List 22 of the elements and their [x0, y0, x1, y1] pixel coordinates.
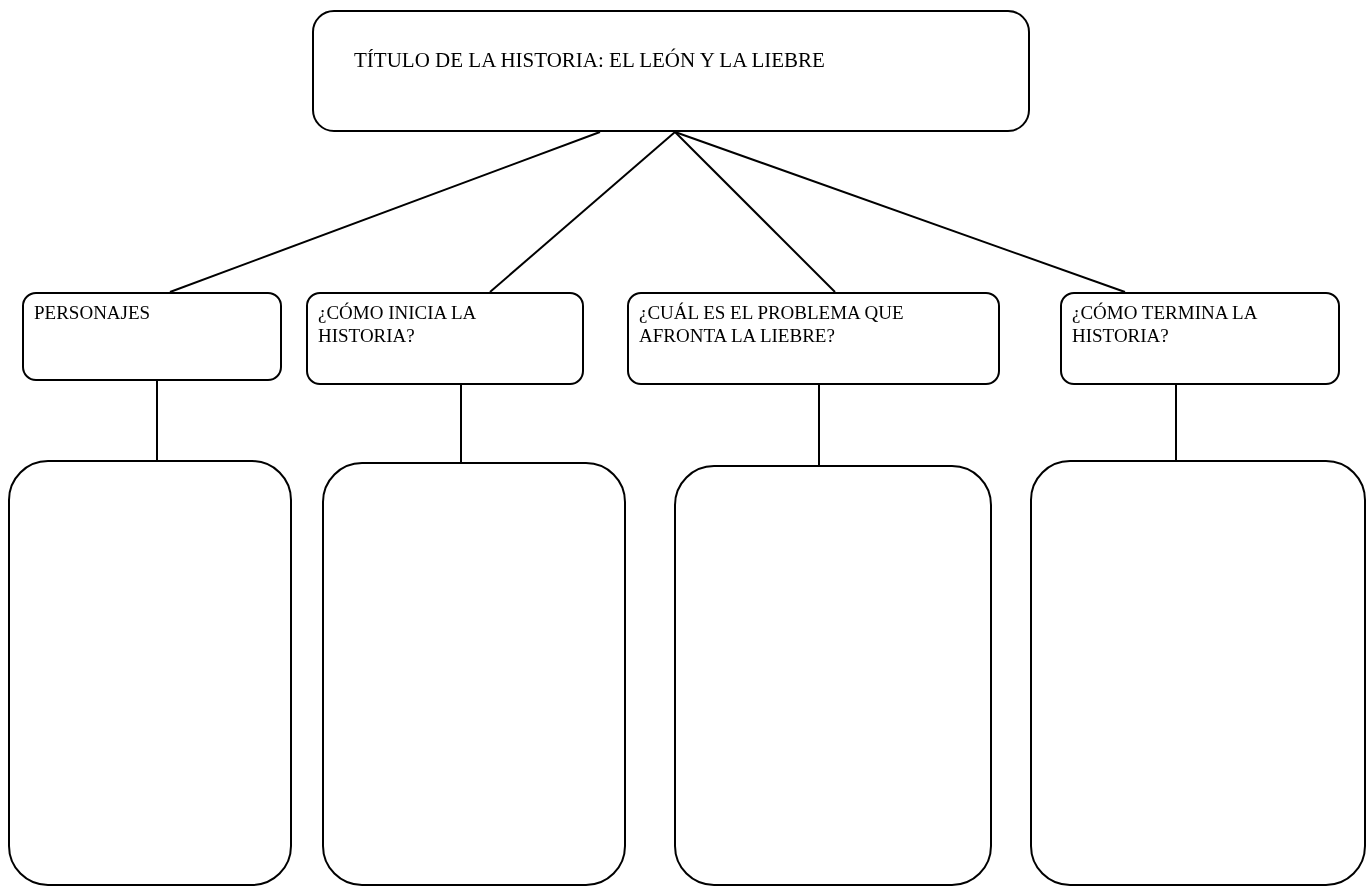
connector-line [460, 384, 462, 463]
question-box [627, 292, 1000, 385]
empty-box [1030, 460, 1366, 886]
empty-box [8, 460, 292, 886]
connector-line [818, 384, 820, 466]
connector-line [156, 380, 158, 461]
title-text: TÍTULO DE LA HISTORIA: EL LEÓN Y LA LIEBRE [354, 48, 826, 74]
question-box [22, 292, 282, 381]
title-box [312, 10, 1030, 132]
empty-box [674, 465, 992, 886]
connector-line [489, 131, 676, 293]
question-text: PERSONAJES [34, 302, 152, 325]
connector-line [169, 131, 601, 293]
connector-line [1175, 384, 1177, 461]
question-text: ¿CUÁL ES EL PROBLEMA QUE AFRONTA LA LIEBRE? [639, 302, 905, 348]
connector-line [674, 131, 836, 293]
empty-box [322, 462, 626, 886]
question-text: ¿CÓMO TERMINA LA HISTORIA? [1072, 302, 1258, 348]
connector-line [674, 131, 1126, 293]
question-box [1060, 292, 1340, 385]
question-text: ¿CÓMO INICIA LA HISTORIA? [318, 302, 477, 348]
question-box [306, 292, 584, 385]
